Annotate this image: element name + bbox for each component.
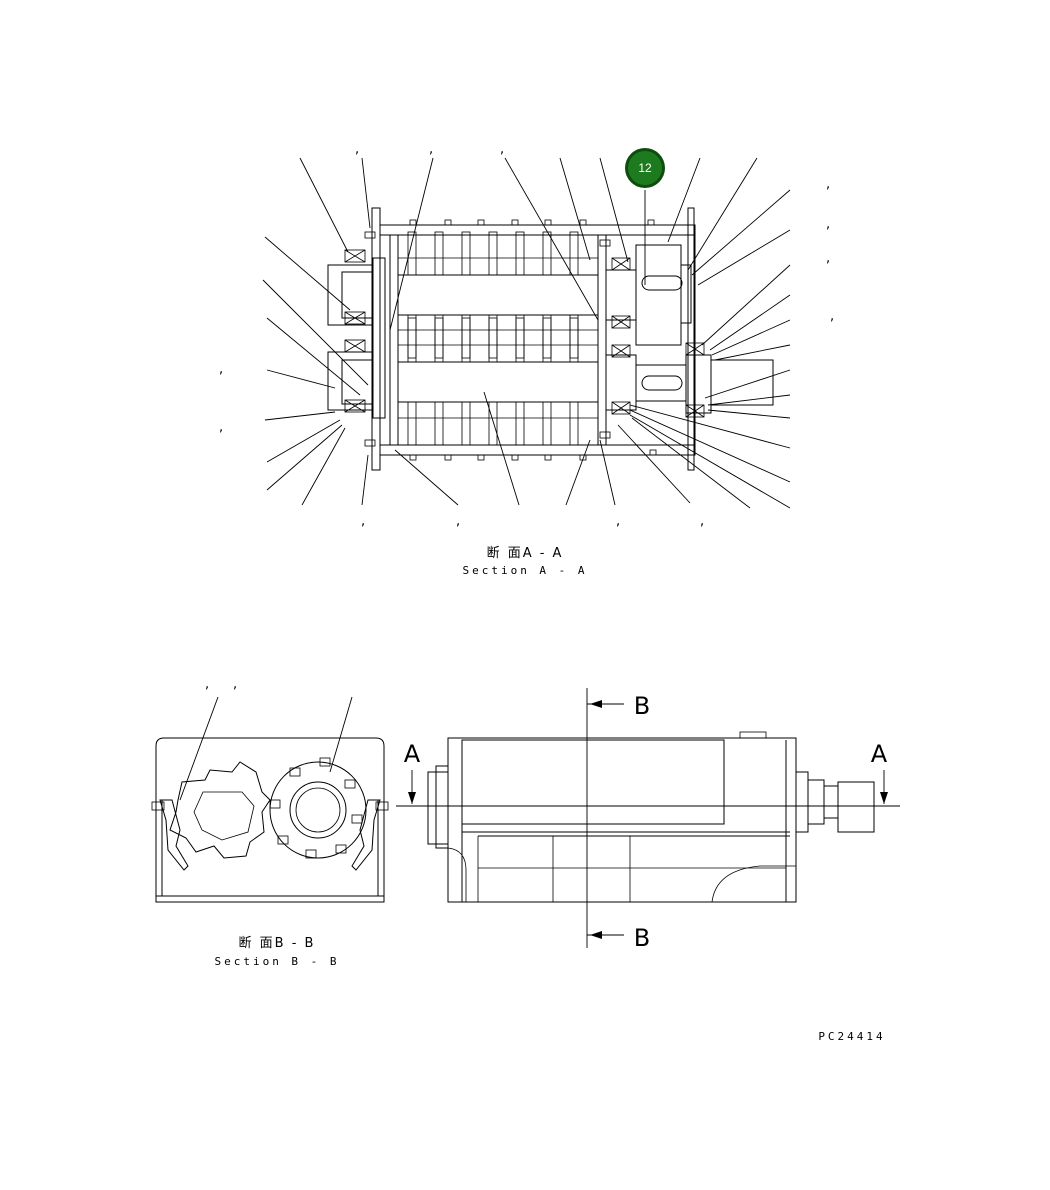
svg-text:,: , <box>205 677 209 692</box>
cut-marker-b-top: B <box>587 692 650 720</box>
svg-text:B: B <box>634 692 650 720</box>
cut-marker-a-left: A <box>404 740 421 804</box>
svg-text:,: , <box>616 514 620 529</box>
callout-badge-12[interactable]: 12 <box>625 148 665 188</box>
svg-text:,: , <box>500 142 504 157</box>
svg-text:,: , <box>219 362 223 377</box>
svg-text:A: A <box>871 740 888 768</box>
side-view-drawing <box>396 688 900 948</box>
svg-text:,: , <box>233 677 237 692</box>
svg-text:,: , <box>826 217 830 232</box>
svg-text:,: , <box>826 251 830 266</box>
svg-text:,: , <box>429 142 433 157</box>
reference-separators: , , , , , , , , , , , , , , , <box>205 142 834 692</box>
section-a-a-drawing <box>327 207 774 471</box>
section-b-b-title-jp: 断 面B - B <box>239 936 316 951</box>
section-a-a-leaders <box>262 157 791 509</box>
svg-text:,: , <box>355 142 359 157</box>
svg-text:12: 12 <box>638 161 652 175</box>
section-a-a-title-jp: 断 面A - A <box>487 546 564 561</box>
svg-text:,: , <box>700 514 704 529</box>
svg-text:,: , <box>830 309 834 324</box>
svg-text:,: , <box>826 177 830 192</box>
section-b-b-caption: 断 面B - B Section B - B <box>214 936 339 968</box>
section-a-a-caption: 断 面A - A Section A - A <box>462 546 587 577</box>
cut-marker-a-right: A <box>871 740 888 804</box>
cut-marker-b-bottom: B <box>587 924 650 952</box>
drawing-number: PC24414 <box>818 1030 885 1043</box>
section-b-b-title-en: Section B - B <box>214 955 339 968</box>
section-b-b-drawing <box>151 696 389 903</box>
svg-text:,: , <box>361 514 365 529</box>
section-a-a-title-en: Section A - A <box>462 564 587 577</box>
svg-text:B: B <box>634 924 650 952</box>
svg-text:A: A <box>404 740 421 768</box>
svg-text:,: , <box>219 420 223 435</box>
svg-text:,: , <box>456 514 460 529</box>
